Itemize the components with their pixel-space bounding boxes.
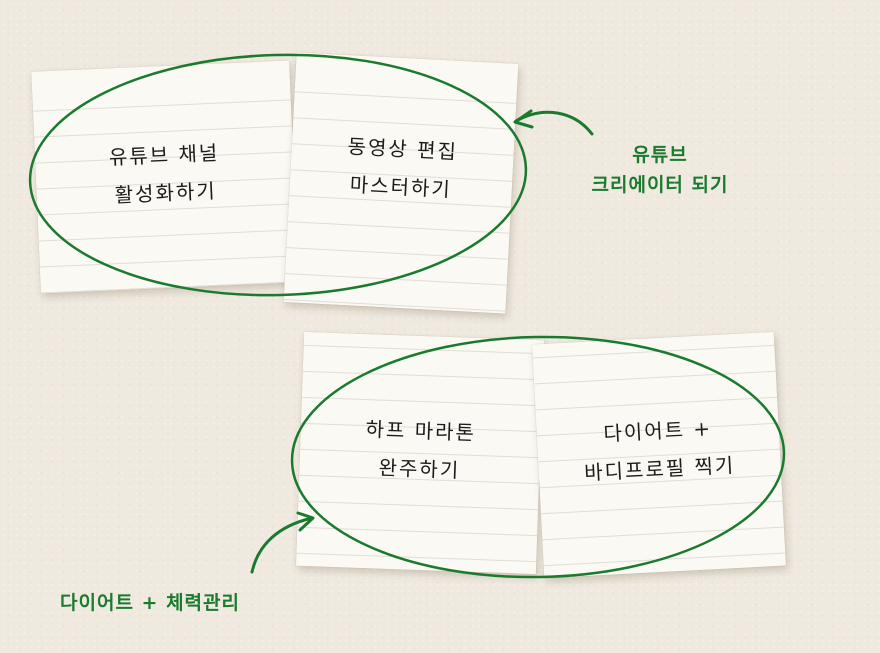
label-line: 유튜브 xyxy=(632,144,688,166)
goal-note-diet-body-profile: 다이어트 + 바디프로필 찍기 xyxy=(532,331,786,579)
goal-note-half-marathon: 하프 마라톤 완주하기 xyxy=(295,331,545,575)
goal-note-video-editing: 동영상 편집 마스터하기 xyxy=(283,52,519,314)
goal-note-youtube-channel: 유튜브 채널 활성화하기 xyxy=(31,60,299,294)
note-line: 완주하기 xyxy=(378,455,461,483)
label-line: 크리에이터 되기 xyxy=(591,174,729,196)
arrow-to-top-group xyxy=(514,110,594,136)
label-diet-fitness: 다이어트 + 체력관리 xyxy=(60,588,320,618)
label-line: 다이어트 + 체력관리 xyxy=(60,592,240,614)
label-youtube-creator: 유튜브 크리에이터 되기 xyxy=(540,140,780,200)
arrowhead-top xyxy=(513,109,534,129)
